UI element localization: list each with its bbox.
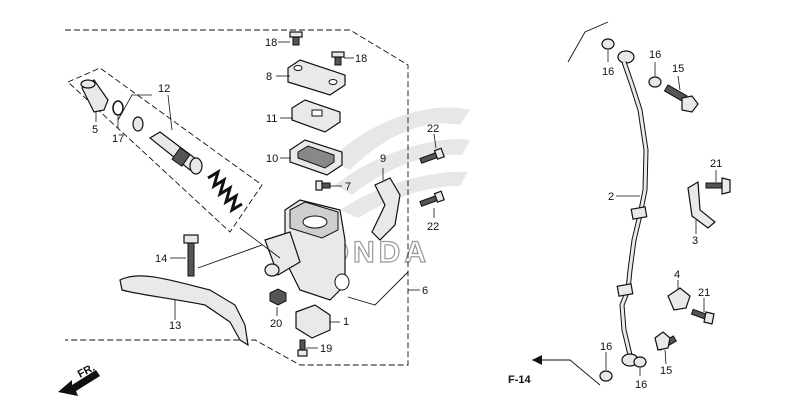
- lever-pivot-bolt: [183, 234, 199, 277]
- screw-7: [315, 180, 331, 191]
- hose-reference-line-bottom: [532, 359, 601, 386]
- callout-18a: 18: [265, 37, 277, 49]
- dust-boot: [80, 79, 109, 113]
- callout-22b: 22: [427, 221, 439, 233]
- hose-clamp-bracket: [687, 180, 716, 229]
- oil-bolt-upper: [663, 84, 699, 113]
- callout-18b: 18: [355, 53, 367, 65]
- brake-hose: [616, 50, 649, 367]
- callout-17: 17: [112, 133, 124, 145]
- bracket-bolt-lower: [690, 308, 715, 325]
- callout-16c: 16: [600, 341, 612, 353]
- callout-2: 2: [608, 191, 614, 203]
- callout-8: 8: [266, 71, 272, 83]
- callout-16b: 16: [649, 49, 661, 61]
- front-direction-arrow-icon: [58, 370, 100, 396]
- sealing-washer-upper-right: [648, 76, 662, 88]
- sealing-washer-top: [601, 38, 615, 50]
- callout-16d: 16: [635, 379, 647, 391]
- holder-bolt-upper: [419, 147, 445, 164]
- cap-screw-right: [331, 51, 345, 66]
- honda-wing-watermark: [330, 107, 470, 218]
- sealing-washer-lower-right: [633, 356, 647, 368]
- callout-21a: 21: [710, 158, 722, 170]
- hose-reference-line-top: [567, 21, 609, 63]
- cup-seal: [132, 116, 144, 132]
- return-spring: [207, 168, 243, 214]
- master-cylinder-outline: [65, 29, 409, 366]
- callout-7: 7: [345, 181, 351, 193]
- pivot-nut: [269, 288, 287, 306]
- callout-9: 9: [380, 153, 386, 165]
- callout-12: 12: [158, 83, 170, 95]
- master-cylinder-body: [264, 199, 350, 301]
- callout-10: 10: [266, 153, 278, 165]
- holder-bolt-lower: [419, 190, 445, 207]
- bracket-bolt-upper: [705, 177, 731, 195]
- piston: [148, 131, 203, 175]
- oil-bolt-lower: [654, 331, 677, 351]
- callout-14: 14: [155, 253, 167, 265]
- callout-1: 1: [343, 316, 349, 328]
- callout-15a: 15: [672, 63, 684, 75]
- hose-clamp: [667, 287, 691, 311]
- master-cylinder-holder: [371, 177, 401, 241]
- brake-lever: [119, 275, 249, 347]
- callout-22a: 22: [427, 123, 439, 135]
- callout-3: 3: [692, 235, 698, 247]
- callout-4: 4: [674, 269, 680, 281]
- sealing-washer-bottom: [599, 370, 613, 382]
- callout-11: 11: [266, 113, 277, 125]
- callout-20: 20: [270, 318, 282, 330]
- callout-5: 5: [92, 124, 98, 136]
- callout-16a: 16: [602, 66, 614, 78]
- callout-13: 13: [169, 320, 181, 332]
- piston-kit-outline: [67, 67, 263, 233]
- callout-6: 6: [422, 285, 428, 297]
- ref-f14: F-14: [508, 374, 532, 386]
- callout-21b: 21: [698, 287, 710, 299]
- callout-15b: 15: [660, 365, 672, 377]
- brake-light-switch: [295, 304, 331, 339]
- switch-screw: [297, 339, 308, 357]
- snap-ring: [112, 100, 124, 116]
- callout-19: 19: [320, 343, 332, 355]
- cap-screw-left: [289, 31, 303, 46]
